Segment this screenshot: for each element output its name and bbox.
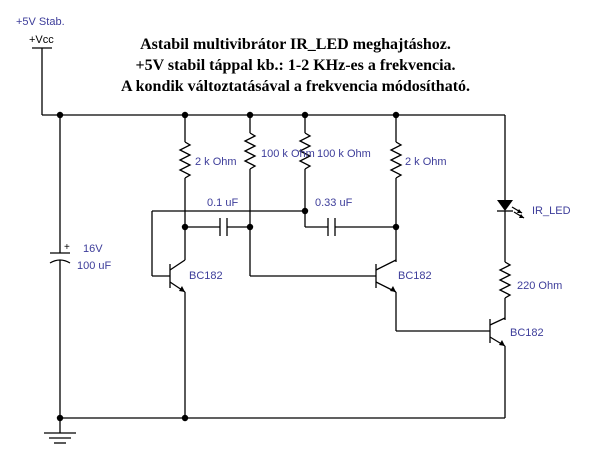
r3-label: 100 k Ohm (317, 148, 371, 160)
led-label: IR_LED (532, 205, 571, 217)
title-line-3: A kondik változtatásával a frekvencia mó… (120, 78, 471, 95)
title-line-2: +5V stabil táppal kb.: 1-2 KHz-es a frek… (135, 57, 456, 74)
c-supply-capacitance: 100 uF (77, 260, 112, 272)
title-line-1: Astabil multivibrátor IR_LED meghajtásho… (140, 36, 451, 53)
r1-label: 2 k Ohm (195, 156, 237, 168)
r4-symbol (389, 141, 403, 179)
r5-label: 220 Ohm (517, 280, 563, 292)
r4-label: 2 k Ohm (405, 156, 447, 168)
r5-symbol (498, 261, 512, 299)
r2-symbol (243, 132, 257, 170)
r3-symbol (298, 132, 312, 170)
r2-label: 100 k Ohm (261, 148, 315, 160)
c2-label: 0.33 uF (315, 197, 353, 209)
q2-emitter-arrow (390, 286, 396, 292)
q2-label: BC182 (398, 270, 432, 282)
q3-label: BC182 (510, 327, 544, 339)
q1-emitter-arrow (179, 286, 185, 292)
r1-symbol (178, 141, 192, 179)
led-symbol (497, 200, 513, 211)
vcc-label: +Vcc (29, 34, 54, 46)
q3-emitter-arrow (499, 340, 505, 346)
supply-label: +5V Stab. (16, 16, 65, 28)
c-supply-voltage: 16V (83, 243, 103, 255)
q1-label: BC182 (189, 270, 223, 282)
c1-label: 0.1 uF (207, 197, 239, 209)
svg-text:+: + (64, 242, 70, 253)
